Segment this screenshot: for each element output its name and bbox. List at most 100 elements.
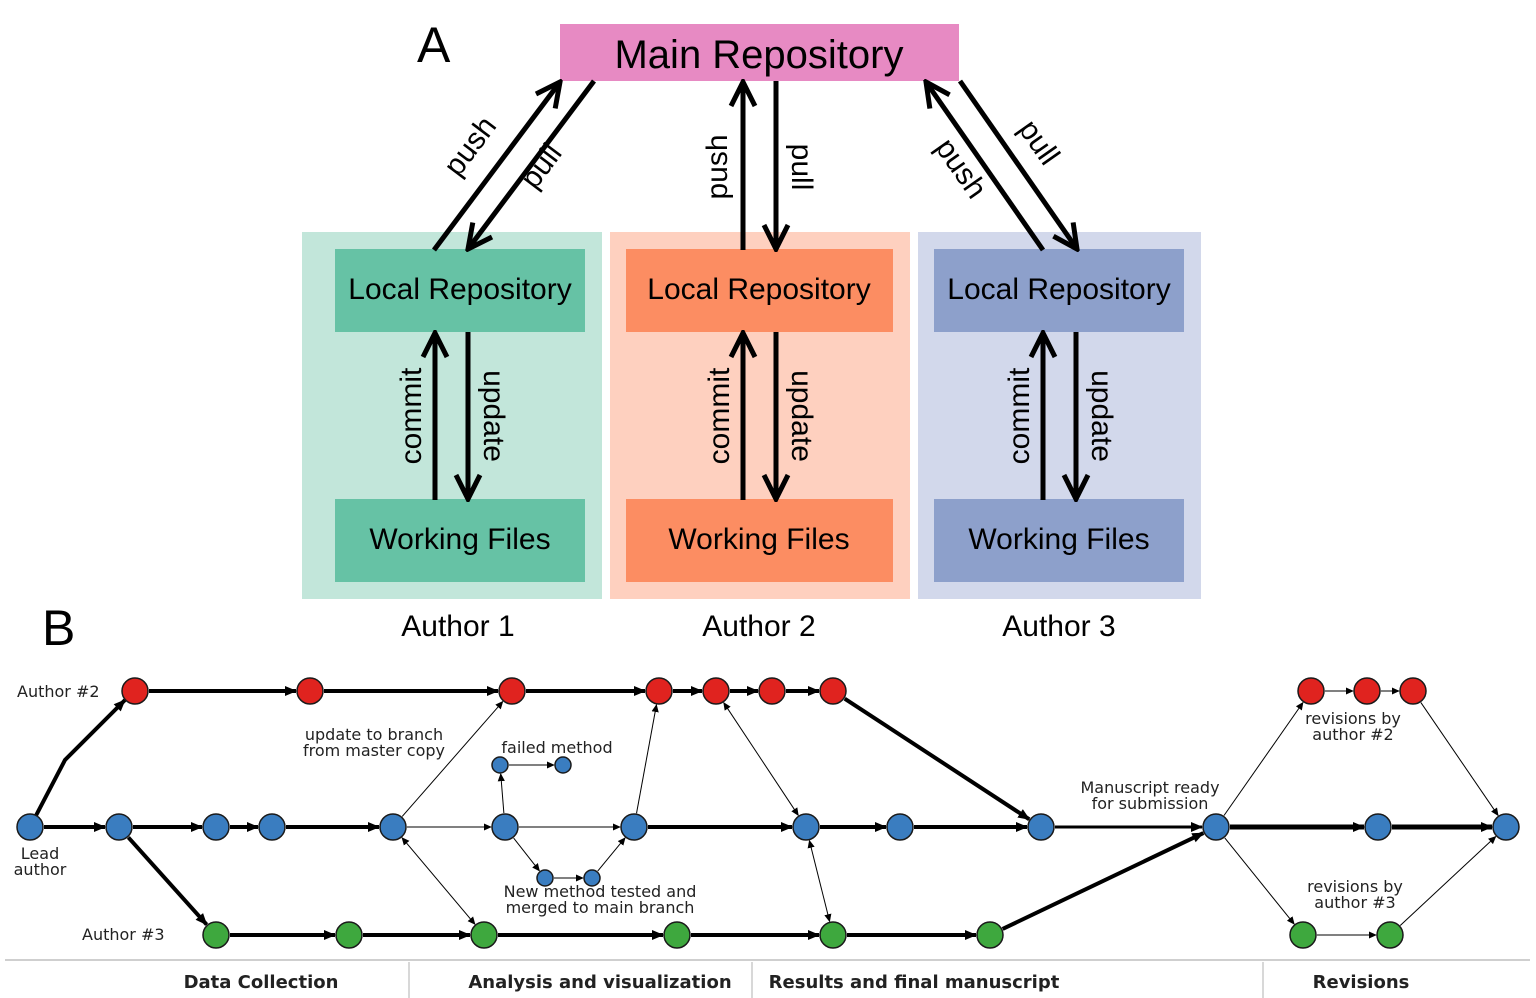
author-1-local-repository-label: Local Repository: [348, 273, 571, 306]
commit-node-red-r2: [498, 677, 526, 705]
commit-node-blue-l6: [620, 813, 648, 841]
commit-node-blue-l1: [105, 813, 133, 841]
push-pull-arrows: [432, 79, 1077, 252]
phase-bar: Data Collection Analysis and visualizati…: [5, 959, 1530, 998]
author-1-pull-arrow: [468, 79, 596, 249]
commit-node-blue-l4: [379, 813, 407, 841]
author-1-update-label: update: [477, 370, 510, 462]
edge-l4-r2: [401, 700, 504, 817]
edge-r9-l12: [1420, 702, 1499, 817]
edge-l0-r0: [28, 698, 127, 828]
commit-node-blue-f2: [554, 756, 572, 774]
edge-r4-l7: [723, 702, 799, 816]
author-3-commit-label: commit: [1003, 367, 1036, 464]
author-1-local-repository-box: [335, 249, 585, 332]
commit-node-blue-l12: [1492, 813, 1520, 841]
commit-node-green-g4: [819, 921, 847, 949]
commit-node-blue-l3: [258, 813, 286, 841]
author-1-commit-label: commit: [395, 367, 428, 464]
commit-node-blue-l7: [792, 813, 820, 841]
commit-node-red-r5: [758, 677, 786, 705]
commit-node-red-r3: [645, 677, 673, 705]
edge-n2-l6: [597, 837, 626, 872]
phase-results: Results and final manuscript: [769, 972, 1060, 993]
commit-node-blue-l9: [1027, 813, 1055, 841]
author-3-pull-label: pull: [1012, 114, 1066, 171]
author-2-pull-label: pull: [785, 144, 818, 191]
panel-a-letter: A: [417, 17, 451, 73]
edge-l7-g4: [807, 839, 832, 923]
edge-l6-r3: [636, 703, 659, 814]
commit-edges: [28, 686, 1499, 940]
author-2-update-label: update: [785, 370, 818, 462]
edge-l4-g2: [401, 837, 476, 925]
author-3-working-files-label: Working Files: [968, 523, 1149, 556]
author-2-column: Local Repository Working Files Author 2: [610, 232, 910, 643]
edge-r6-l9: [843, 696, 1031, 822]
author-3-push-arrow: [926, 82, 1046, 252]
author-2-name: Author 2: [702, 610, 815, 643]
author-3-pull-arrow: [957, 79, 1077, 249]
commit-node-green-g5: [976, 921, 1004, 949]
panel-a: A Main Repository Local Repository Worki…: [302, 17, 1201, 643]
author-2-local-repository-box: [626, 249, 893, 332]
edge-l10-g6: [1224, 837, 1295, 925]
author-1-pull-label: pull: [514, 138, 568, 195]
commit-node-blue-l0: [16, 813, 44, 841]
commit-node-blue-l8: [886, 813, 914, 841]
commit-node-blue-l2: [202, 813, 230, 841]
edge-l5-f1: [497, 773, 505, 814]
commit-node-red-r6: [819, 677, 847, 705]
row-label-author-2: Author #2: [17, 682, 100, 701]
edge-l1-g0: [126, 836, 209, 926]
author-2-working-files-label: Working Files: [668, 523, 849, 556]
commit-node-green-g0: [202, 921, 230, 949]
row-label-author-3: Author #3: [82, 925, 165, 944]
author-1-column: Local Repository Working Files Author 1: [302, 232, 602, 643]
commit-node-red-r9: [1399, 677, 1427, 705]
author-3-local-repository-label: Local Repository: [947, 273, 1170, 306]
author-3-local-repository-box: [934, 249, 1184, 332]
annotation-failed-method: failed method: [501, 738, 612, 757]
commit-node-blue-n2: [583, 869, 601, 887]
phase-analysis: Analysis and visualization: [468, 972, 731, 993]
author-1-name: Author 1: [401, 610, 514, 643]
edge-g7-l12: [1399, 835, 1497, 926]
main-repository-label: Main Repository: [614, 33, 903, 77]
panel-b-letter: B: [42, 600, 75, 656]
commit-node-blue-l11: [1364, 813, 1392, 841]
commit-node-red-r1: [296, 677, 324, 705]
commit-node-green-g1: [335, 921, 363, 949]
main-repository-box: [560, 24, 959, 81]
commit-node-green-g3: [663, 921, 691, 949]
commit-node-blue-f1: [491, 756, 509, 774]
author-1-working-files-label: Working Files: [369, 523, 550, 556]
commit-node-red-r4: [702, 677, 730, 705]
author-2-local-repository-label: Local Repository: [647, 273, 870, 306]
commit-node-green-g2: [470, 921, 498, 949]
author-1-working-files-box: [335, 499, 585, 582]
author-1-push-arrow: [432, 82, 560, 252]
author-3-working-files-box: [934, 499, 1184, 582]
commit-node-blue-l5: [491, 813, 519, 841]
commit-node-red-r8: [1353, 677, 1381, 705]
author-2-commit-label: commit: [703, 367, 736, 464]
commit-node-red-r0: [121, 677, 149, 705]
edge-l5-n1: [513, 837, 540, 872]
phase-revisions: Revisions: [1313, 972, 1410, 993]
author-3-name: Author 3: [1002, 610, 1115, 643]
commit-node-red-r7: [1297, 677, 1325, 705]
author-2-push-label: push: [701, 134, 734, 199]
commit-node-green-g7: [1376, 921, 1404, 949]
author-2-working-files-box: [626, 499, 893, 582]
edge-g5-l10: [1001, 831, 1205, 931]
phase-data-collection: Data Collection: [184, 972, 339, 993]
